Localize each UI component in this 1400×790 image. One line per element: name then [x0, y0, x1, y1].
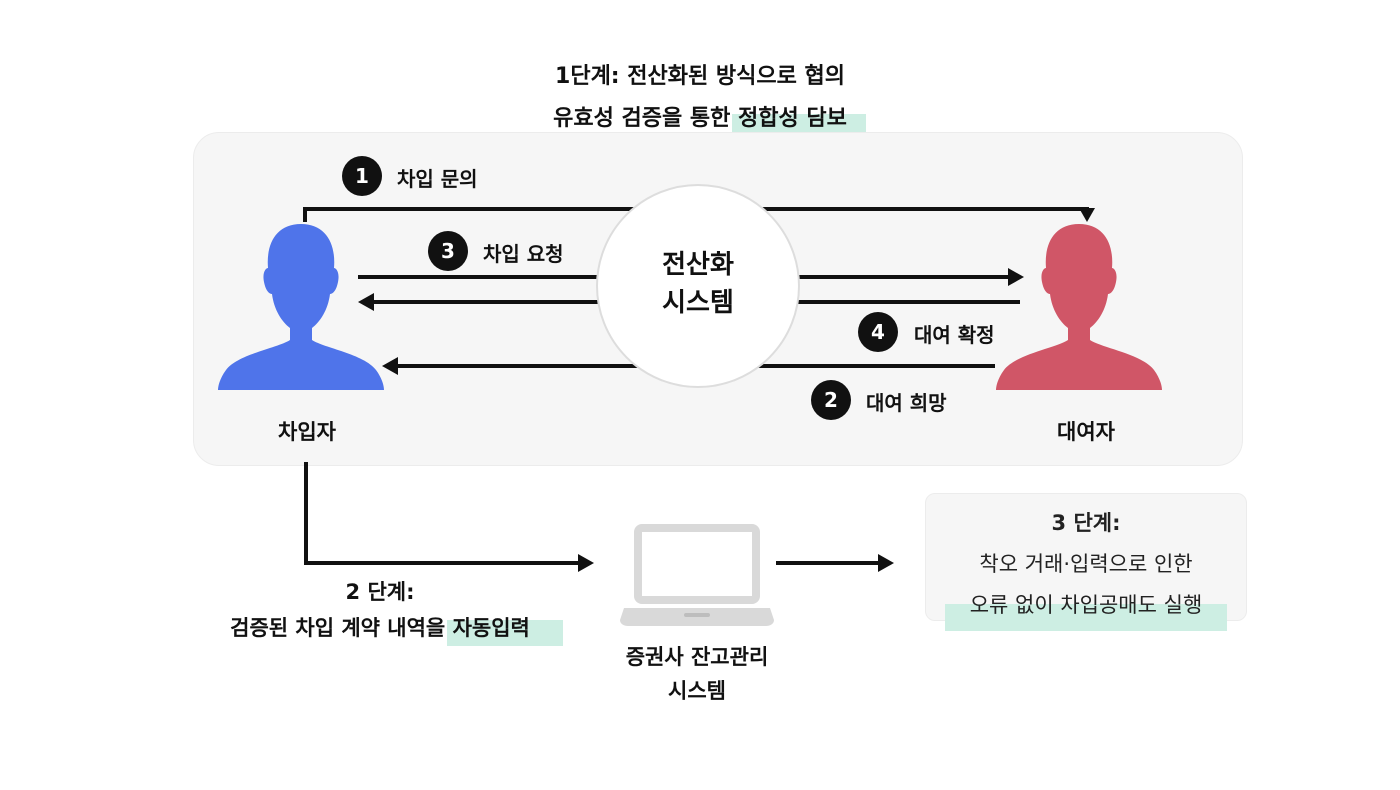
step-badge-3: 3 [428, 231, 468, 271]
step1-title: 1단계: 전산화된 방식으로 협의 유효성 검증을 통한 정합성 담보 [0, 56, 1400, 140]
laptop-icon [620, 524, 774, 626]
step2-title: 2 단계: 검증된 차입 계약 내역을 자동입력 [200, 574, 560, 646]
step3-title: 3 단계: 착오 거래·입력으로 인한 오류 없이 차입공매도 실행 [925, 503, 1247, 626]
lender-label: 대여자 [1057, 420, 1115, 444]
step2-line1: 2 단계: [345, 580, 415, 604]
center-system-label: 전산화 시스템 [596, 246, 800, 322]
step2-line2: 검증된 차입 계약 내역을 자동입력 [230, 616, 530, 640]
center-line2: 시스템 [662, 288, 734, 318]
step-badge-2: 2 [811, 380, 851, 420]
step-label-2: 대여 희망 [866, 391, 947, 415]
center-line1: 전산화 [662, 250, 734, 280]
step-label-4: 대여 확정 [914, 323, 995, 347]
system-line2: 시스템 [668, 679, 726, 703]
step-label-3: 차입 요청 [483, 242, 564, 266]
step1-line1: 1단계: 전산화된 방식으로 협의 [555, 64, 845, 89]
highlight-step2 [447, 620, 563, 646]
step1-line2: 유효성 검증을 통한 정합성 담보 [553, 106, 847, 131]
system-label: 증권사 잔고관리 시스템 [597, 640, 797, 708]
step-badge-4: 4 [858, 312, 898, 352]
borrower-person-icon [218, 224, 384, 390]
system-line1: 증권사 잔고관리 [625, 645, 769, 669]
step-label-1: 차입 문의 [397, 167, 478, 191]
step3-line3: 오류 없이 차입공매도 실행 [969, 593, 1203, 617]
step-badge-1: 1 [342, 156, 382, 196]
highlight-step3 [945, 604, 1227, 631]
arrow-auto-input [304, 462, 584, 565]
lender-person-icon [996, 224, 1162, 390]
step3-panel [925, 493, 1247, 621]
center-system-circle [596, 184, 800, 388]
step3-line2: 착오 거래·입력으로 인한 [979, 552, 1193, 576]
borrower-label: 차입자 [278, 420, 336, 444]
step3-line1: 3 단계: [1051, 511, 1121, 535]
